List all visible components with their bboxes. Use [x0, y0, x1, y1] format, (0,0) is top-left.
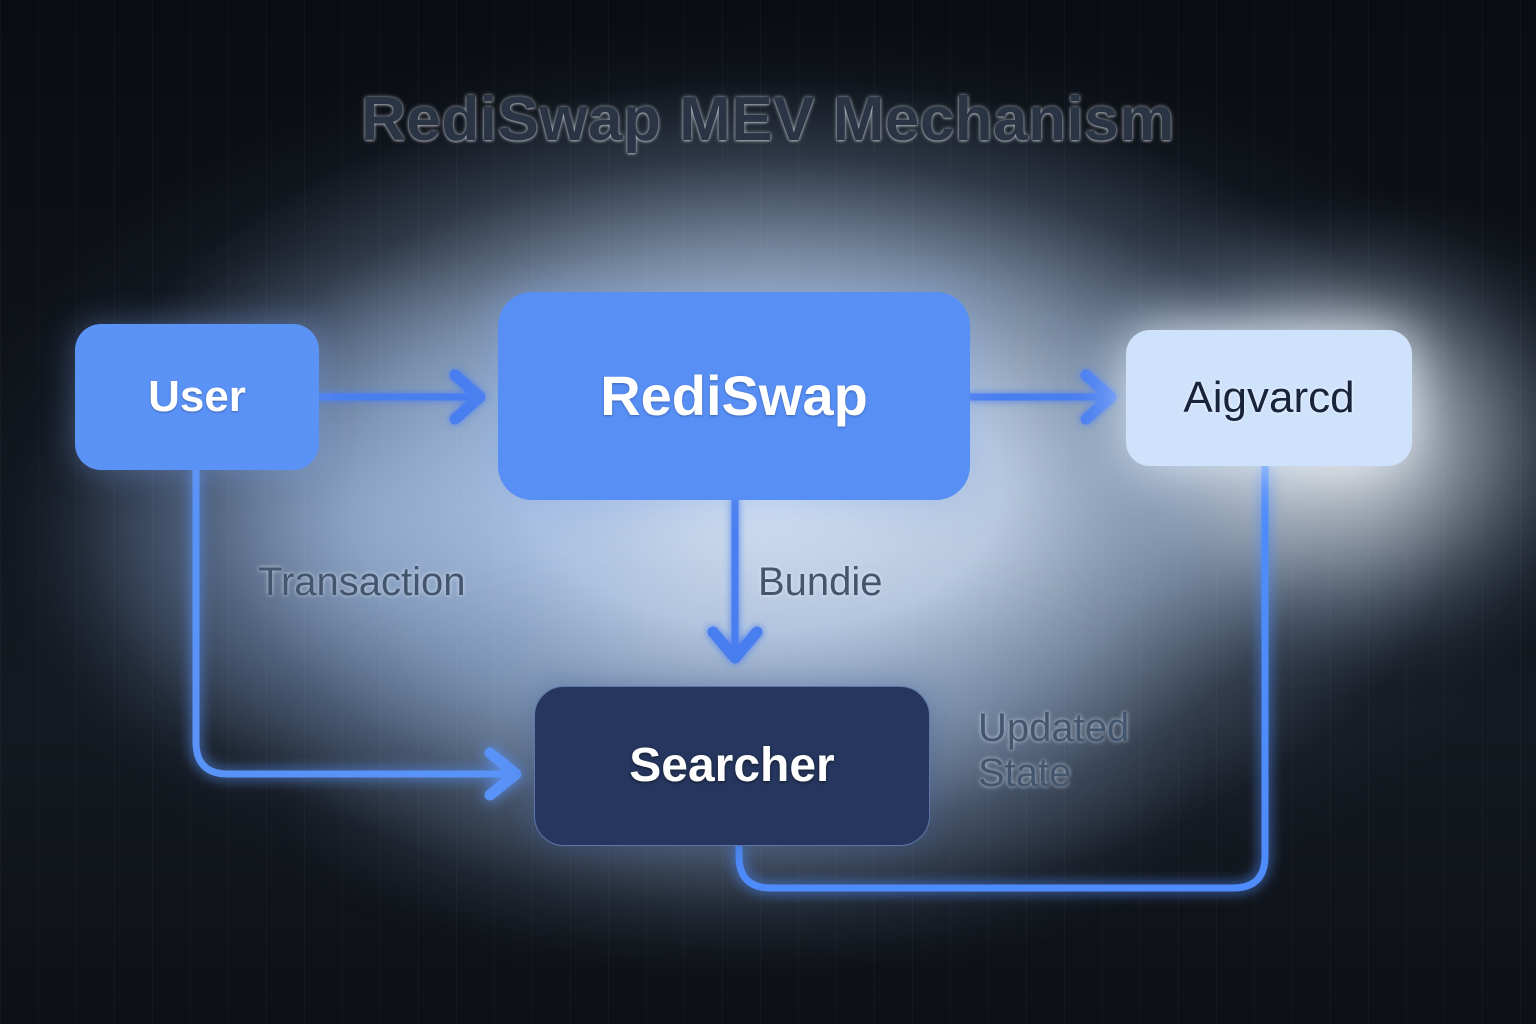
edge-user-to-rediswap	[315, 369, 486, 425]
diagram-title: RediSwap MEV Mechanism	[361, 85, 1175, 154]
edge-aigvarcd-to-searcher	[735, 462, 1269, 892]
edge-label-updated-state: Updated State	[978, 706, 1130, 795]
edge-user-to-searcher	[192, 466, 522, 801]
edge-rediswap-to-searcher	[707, 496, 763, 664]
node-rediswap-label: RediSwap	[600, 363, 868, 427]
node-searcher-label: Searcher	[629, 738, 835, 792]
edge-label-transaction: Transaction	[258, 560, 466, 604]
node-rediswap[interactable]: RediSwap	[498, 292, 970, 500]
node-aigvarcd[interactable]: Aigvarcd	[1126, 330, 1412, 466]
node-user[interactable]: User	[75, 324, 319, 470]
node-user-label: User	[148, 371, 246, 421]
edge-label-bundie: Bundie	[758, 560, 883, 604]
edge-rediswap-to-aigvarcd	[966, 369, 1117, 425]
node-searcher[interactable]: Searcher	[534, 686, 930, 846]
node-aigvarcd-label: Aigvarcd	[1183, 372, 1355, 422]
